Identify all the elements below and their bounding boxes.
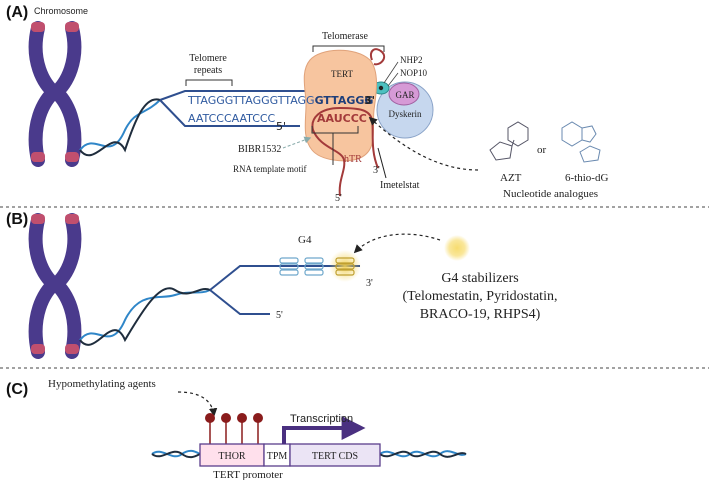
or-label: or [537,144,547,156]
thio-dg-structure-icon [561,121,601,163]
azt-label: AZT [500,172,522,184]
imetelstat-pointer [377,147,387,179]
panel-c-label: (C) [6,381,28,398]
htr-loop [370,48,386,66]
tert-label: TERT [331,69,353,79]
dyskerin-label: Dyskerin [389,109,422,119]
nop10-label: NOP10 [400,68,428,78]
gar-label: GAR [395,90,414,100]
dna-helix-b [79,287,211,346]
stabilizer-arrow [353,233,441,254]
top-strand-line [159,90,310,101]
stabilizers-line-1: G4 stabilizers [441,271,518,286]
thio-dg-label: 6-thio-dG [565,172,608,184]
top-strand-seq: TTAGGGTTAGGGTTAGGGTTAGGG [187,94,373,107]
hypomethylating-label: Hypomethylating agents [48,378,156,390]
tert-cds-box [289,443,381,467]
telomere-bracket [185,79,233,86]
tpm-label: TPM [267,451,288,462]
three-prime-b: 3' [366,278,373,289]
bibr-arrow [282,136,312,149]
telomere-repeats-label-1: Telomere [189,53,227,64]
azt-structure-icon [489,121,529,161]
nhp2-dot [378,85,384,91]
tert-cds-label: TERT CDS [312,451,358,462]
methyl-groups [205,413,263,444]
bottom-strand-b [209,289,270,315]
g4-quadruplex-icon [279,257,355,276]
htr-label: hTR [344,154,362,165]
transcription-arrow [282,416,366,444]
top-strand-3prime: 3' [364,94,375,107]
htr-3prime: 3' [373,165,380,176]
bottom-strand-5prime: 5' [276,120,286,133]
dna-helix-c [151,449,467,459]
bottom-strand-seq: AATCCCAATCCC [188,112,276,125]
bottom-strand-line [159,99,300,127]
rna-template-seq: AAUCCC [317,112,367,125]
nhp2-label: NHP2 [400,55,423,65]
gar-shape [388,82,420,106]
top-strand-b [209,265,360,291]
hypomethylating-arrow [177,391,218,417]
telomerase-label: Telomerase [322,31,369,42]
dna-helix-a [79,98,161,157]
g4-label: G4 [298,234,312,246]
analogue-arrow [368,116,479,171]
nop10-pointer [387,72,399,87]
chromosome-b [28,213,82,359]
chromosome-label: Chromosome [34,6,88,16]
stabilizers-line-2: (Telomestatin, Pyridostatin, [403,289,558,304]
panel-a-label: (A) [6,4,28,21]
five-prime-b: 5' [276,310,283,321]
nhp2-pointer [383,61,399,84]
tert-promoter-label: TERT promoter [213,469,283,480]
panel-b-label: (B) [6,211,28,228]
htr-5prime: 5' [335,193,342,204]
bibr-label: BIBR1532 [238,144,281,155]
transcription-label: Transcription [290,413,353,425]
template-bracket [311,126,359,134]
chromosome-a [28,21,82,167]
thor-label: THOR [218,451,246,462]
stabilizers-line-3: BRACO-19, RHPS4) [420,307,541,322]
telomerase-bracket [312,45,385,52]
imetelstat-label: Imetelstat [380,180,420,191]
rna-template-motif-label: RNA template motif [233,164,307,174]
telomere-repeats-label-2: repeats [194,65,222,76]
g4-glow [329,250,361,282]
g4-stabilizer-dot [444,235,470,261]
nucleotide-analogues-label: Nucleotide analogues [503,188,598,200]
